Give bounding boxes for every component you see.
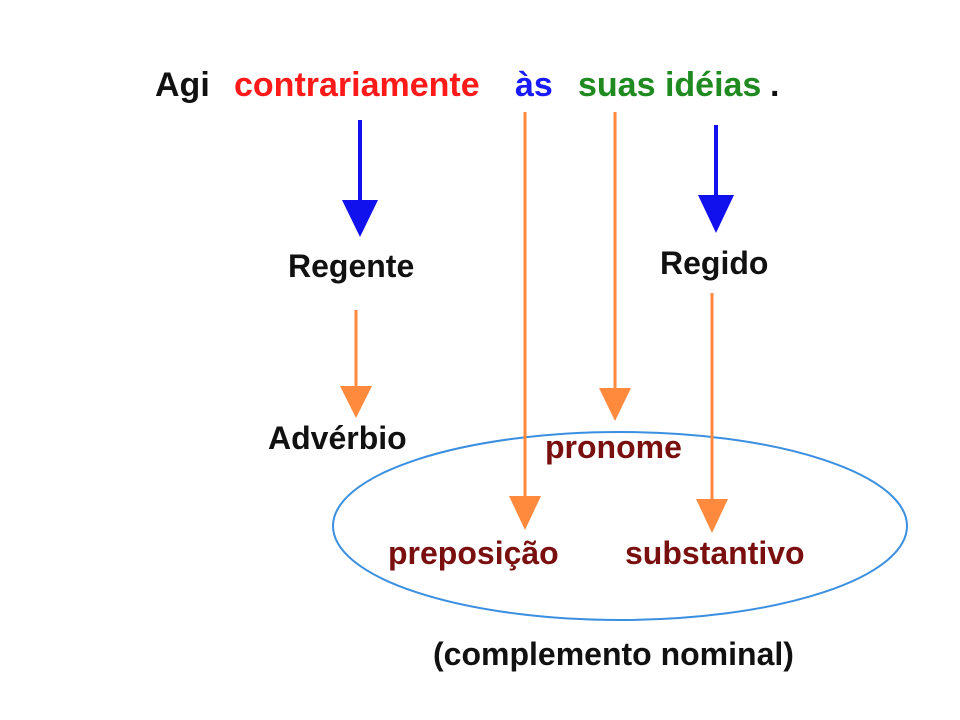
label-substantivo: substantivo: [625, 535, 805, 571]
word-agi: Agi: [155, 66, 210, 104]
arrow-regido-to-substantivo: [696, 293, 728, 533]
arrow-contrariamente-to-regente: [342, 120, 378, 237]
label-regente: Regente: [288, 248, 415, 284]
arrow-regente-to-adverbio: [340, 310, 372, 418]
arrow-ideias-to-regido: [698, 125, 734, 233]
arrow-as-to-preposicao: [509, 112, 541, 530]
word-suas-ideias: suas idéias: [578, 66, 762, 104]
caption-complemento-nominal: (complemento nominal): [433, 636, 794, 672]
sentence-period: .: [770, 66, 780, 104]
word-contrariamente: contrariamente: [234, 66, 480, 104]
label-regido: Regido: [660, 245, 769, 281]
arrow-suas-to-pronome: [599, 112, 631, 421]
label-pronome: pronome: [545, 429, 682, 465]
label-adverbio: Advérbio: [268, 420, 407, 456]
label-preposicao: preposição: [388, 535, 559, 571]
word-as: às: [515, 66, 553, 104]
complemento-nominal-ellipse: [332, 431, 908, 621]
